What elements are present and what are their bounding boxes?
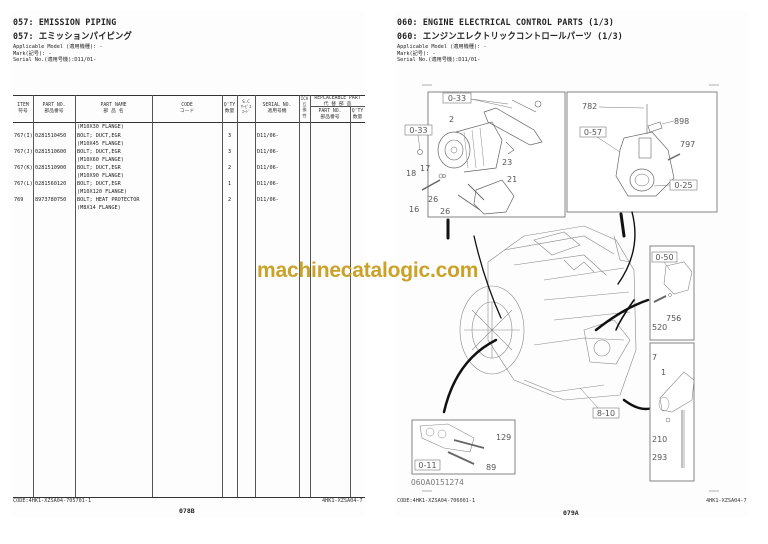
- serial-no: Serial No.(適用号機):D11/01-: [397, 57, 481, 64]
- engine-main-drawing: [459, 225, 637, 401]
- callout-756: 756: [666, 314, 681, 323]
- callout-0-33-a: 0-33: [448, 94, 466, 103]
- header-rep-part-no: PART NO.部品番号: [318, 109, 342, 120]
- left-page-meta: Applicable Model (適用機種): - Mark(記号): - S…: [13, 44, 102, 64]
- mark: Mark(記号): -: [13, 50, 52, 57]
- left-catalog-page: 057: EMISSION PIPING 057: エミッションパイピング Ap…: [12, 10, 365, 518]
- callout-0-33-b: 0-33: [409, 126, 427, 135]
- callout-17: 17: [420, 164, 430, 173]
- left-footer-code: CODE:4HK1-XZSA04-705701-1: [13, 498, 92, 504]
- callout-1: 1: [661, 368, 666, 377]
- callout-21: 21: [507, 175, 517, 184]
- table-bottom-rule: [13, 497, 365, 499]
- callout-8-10: 8-10: [597, 409, 615, 418]
- applicable-model: Applicable Model (適用機種): -: [13, 44, 103, 50]
- table-header-rule: [13, 122, 365, 123]
- left-page-number: 078B: [179, 507, 195, 515]
- col-divider: [75, 95, 76, 497]
- callout-2: 2: [449, 115, 454, 124]
- exhaust-inset: 0-11 129 89 060A0151274: [411, 419, 516, 487]
- header-part-no: PART NO.部品番号: [42, 103, 66, 114]
- col-divider: [152, 95, 153, 497]
- callout-0-50: 0-50: [655, 253, 673, 262]
- callout-18: 18: [406, 169, 416, 178]
- right-page-number: 079A: [563, 509, 579, 517]
- left-page-title-en: 057: EMISSION PIPING: [13, 18, 117, 28]
- callout-0-25: 0-25: [674, 181, 692, 190]
- applicable-model: Applicable Model (適用機種): -: [397, 44, 487, 50]
- callout-129: 129: [496, 433, 511, 442]
- replaceable-split-rule: [310, 106, 365, 107]
- mark: Mark(記号): -: [397, 50, 436, 57]
- callout-0-11: 0-11: [418, 461, 436, 470]
- throttle-inset: 782 898 0-57 797 0-25: [566, 91, 718, 213]
- callout-26-a: 26: [428, 195, 438, 204]
- watermark-text: machinecatalogic.com: [257, 259, 479, 282]
- right-catalog-page: 060: ENGINE ELECTRICAL CONTROL PARTS (1/…: [384, 0, 768, 544]
- starter-inset: 7 1 210 293: [649, 342, 695, 482]
- right-page-meta: Applicable Model (適用機種): - Mark(記号): - S…: [397, 44, 486, 64]
- right-page-title-en: 060: ENGINE ELECTRICAL CONTROL PARTS (1/…: [397, 18, 615, 28]
- callout-23: 23: [502, 158, 512, 167]
- right-page-title-jp: 060: エンジンエレクトリックコントロールパーツ (1/3): [397, 32, 623, 42]
- callout-26-b: 26: [440, 207, 450, 216]
- left-page-title-jp: 057: エミッションパイピング: [13, 32, 132, 42]
- callout-898: 898: [674, 117, 689, 126]
- col-divider: [255, 95, 256, 497]
- col-divider: [310, 95, 311, 497]
- col-divider: [299, 95, 300, 497]
- right-footer-right: 4HK1-XZSA04-7: [706, 498, 747, 504]
- col-divider: [222, 95, 223, 497]
- left-footer-right: 4HK1-XZSA04-7: [322, 498, 363, 504]
- sensor-inset: 0-50 520 756: [649, 245, 695, 341]
- callout-7: 7: [652, 353, 657, 362]
- leader-lines: [442, 211, 654, 414]
- right-footer-code: CODE:4HK1-XZSA04-706001-1: [397, 498, 476, 504]
- callout-293: 293: [652, 453, 667, 462]
- alternator-inset: 0-33 0-33 2 17 18 16 26 26 23 21: [404, 91, 566, 218]
- drawing-id: 060A0151274: [411, 478, 464, 487]
- table-top-rule: [13, 95, 365, 97]
- left-page-sheet: [12, 10, 364, 518]
- engine-parts-diagram: 0-33 0-33 2 17 18 16 26 26 23 21: [404, 84, 719, 492]
- callout-0-57: 0-57: [584, 128, 602, 137]
- callout-797: 797: [680, 140, 695, 149]
- callout-210: 210: [652, 435, 667, 444]
- callout-782: 782: [582, 102, 597, 111]
- col-divider: [33, 95, 34, 497]
- header-serial-no: SERIAL NO.適用号機: [262, 103, 292, 114]
- col-divider: [350, 106, 351, 497]
- col-divider: [237, 95, 238, 497]
- callout-520: 520: [652, 323, 667, 332]
- serial-no: Serial No.(適用号機):D11/01-: [13, 57, 97, 64]
- callout-16: 16: [409, 205, 419, 214]
- callout-89: 89: [486, 463, 496, 472]
